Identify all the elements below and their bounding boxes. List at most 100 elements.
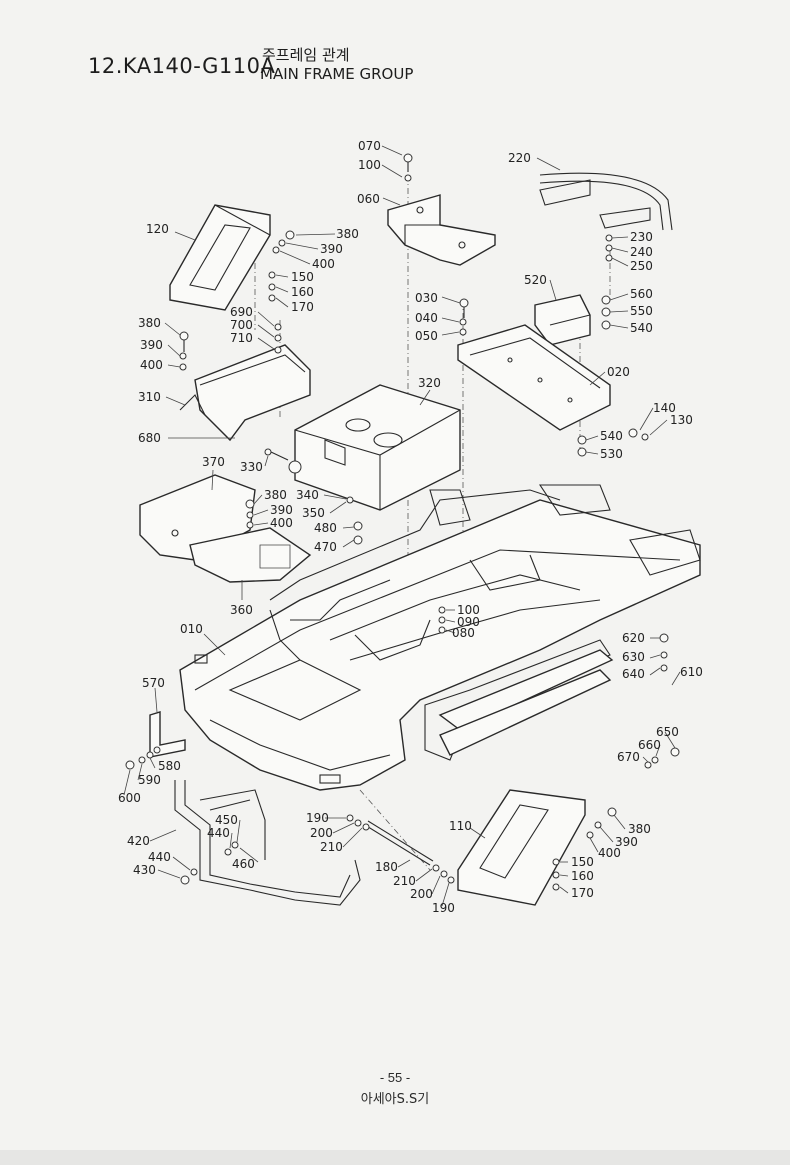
callout-label: 700 [230, 318, 253, 332]
callout-label: 150 [291, 270, 314, 284]
callout-label: 540 [600, 429, 623, 443]
callout-label: 380 [138, 316, 161, 330]
cover-110-part [457, 789, 586, 906]
callout-label: 200 [310, 826, 333, 840]
callout-label: 380 [264, 488, 287, 502]
main-frame-part [179, 484, 701, 791]
callout-label: 370 [202, 455, 225, 469]
cover-120-part [169, 204, 271, 311]
plate-360-part [189, 527, 312, 583]
callout-label: 340 [296, 488, 319, 502]
bracket-060-part [387, 194, 496, 266]
callout-label: 400 [270, 516, 293, 530]
callout-label: 010 [180, 622, 203, 636]
callout-label: 560 [630, 287, 653, 301]
callout-label: 390 [615, 835, 638, 849]
callout-label: 090 [457, 615, 480, 629]
bracket-520-part [534, 294, 591, 346]
callout-label: 030 [415, 291, 438, 305]
callout-label: 530 [600, 447, 623, 461]
callout-label: 220 [508, 151, 531, 165]
callout-label: 240 [630, 245, 653, 259]
callout-label: 310 [138, 390, 161, 404]
callout-label: 660 [638, 738, 661, 752]
callout-label: 590 [138, 773, 161, 787]
callout-label: 070 [358, 139, 381, 153]
callout-label: 180 [375, 860, 398, 874]
rod-180-part [364, 820, 434, 866]
callout-label: 170 [291, 300, 314, 314]
callout-label: 450 [215, 813, 238, 827]
callout-label: 460 [232, 857, 255, 871]
callout-label: 360 [230, 603, 253, 617]
side-rail-part [438, 649, 614, 756]
callout-label: 100 [457, 603, 480, 617]
callout-label: 650 [656, 725, 679, 739]
callout-label: 120 [146, 222, 169, 236]
callout-label: 250 [630, 259, 653, 273]
callout-label: 060 [357, 192, 380, 206]
callout-label: 100 [358, 158, 381, 172]
callout-label: 380 [336, 227, 359, 241]
callout-label: 330 [240, 460, 263, 474]
callout-label: 390 [140, 338, 163, 352]
group-title-korean: 주프레임 관계 [262, 46, 350, 64]
callout-label: 380 [628, 822, 651, 836]
group-title-english: MAIN FRAME GROUP [260, 65, 414, 83]
scan-edge-band [0, 1150, 790, 1165]
callout-labels: 070 100 060 220 230 240 250 120 380 390 … [118, 139, 703, 915]
callout-label: 350 [302, 506, 325, 520]
callout-label: 570 [142, 676, 165, 690]
callout-label: 390 [270, 503, 293, 517]
callout-label: 540 [630, 321, 653, 335]
callout-label: 710 [230, 331, 253, 345]
callout-label: 200 [410, 887, 433, 901]
callout-label: 190 [432, 901, 455, 915]
callout-label: 210 [320, 840, 343, 854]
callout-label: 150 [571, 855, 594, 869]
callout-label: 020 [607, 365, 630, 379]
callout-label: 160 [571, 869, 594, 883]
group-code: 12.KA140-G110A [88, 54, 276, 78]
callout-label: 160 [291, 285, 314, 299]
page-number: - 55 - [379, 1070, 411, 1085]
fuel-tank-part [294, 384, 461, 511]
callout-label: 520 [524, 273, 547, 287]
callout-label: 440 [207, 826, 230, 840]
callout-leaders [123, 145, 681, 907]
callout-label: 140 [653, 401, 676, 415]
callout-label: 080 [452, 626, 475, 640]
callout-label: 040 [415, 311, 438, 325]
callout-label: 170 [571, 886, 594, 900]
callout-label: 690 [230, 305, 253, 319]
callout-label: 440 [148, 850, 171, 864]
callout-label: 480 [314, 521, 337, 535]
bracket-310-part [179, 344, 311, 442]
callout-label: 680 [138, 431, 161, 445]
callout-label: 390 [320, 242, 343, 256]
bumper-420-part [174, 780, 361, 906]
callout-label: 670 [617, 750, 640, 764]
handle-220-part [539, 172, 673, 231]
callout-label: 640 [622, 667, 645, 681]
frame-020-part [457, 324, 611, 431]
callout-label: 470 [314, 540, 337, 554]
callout-label: 580 [158, 759, 181, 773]
callout-label: 320 [418, 376, 441, 390]
callout-label: 050 [415, 329, 438, 343]
callout-label: 430 [133, 863, 156, 877]
callout-label: 110 [449, 819, 472, 833]
callout-label: 620 [622, 631, 645, 645]
callout-label: 190 [306, 811, 329, 825]
callout-label: 130 [670, 413, 693, 427]
callout-label: 400 [312, 257, 335, 271]
callout-label: 400 [598, 846, 621, 860]
callout-label: 210 [393, 874, 416, 888]
callout-label: 400 [140, 358, 163, 372]
hardware-group [125, 153, 680, 891]
callout-label: 600 [118, 791, 141, 805]
callout-label: 610 [680, 665, 703, 679]
callout-label: 630 [622, 650, 645, 664]
